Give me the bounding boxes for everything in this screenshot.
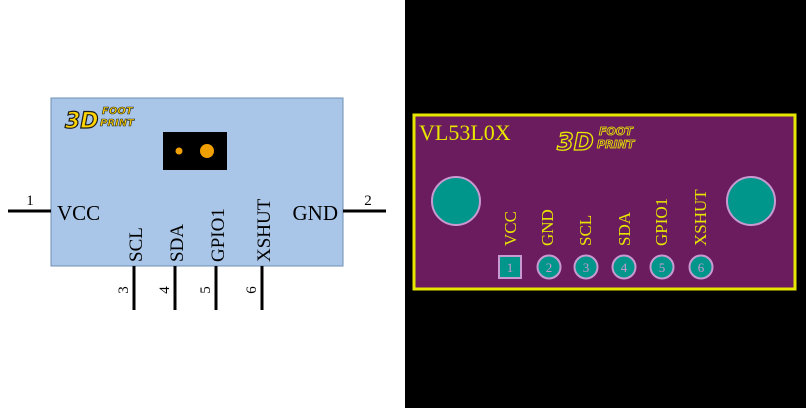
pin-2-number: 2 <box>364 193 372 209</box>
pcb-footprint-view: VL53L0X 3D FOOT PRINT VCC GND SCL SDA GP… <box>405 0 806 408</box>
pin-4-number: 4 <box>157 286 173 294</box>
pad-6-number: 6 <box>698 260 705 275</box>
pcb-pin-label-1: VCC <box>501 211 520 246</box>
schematic-symbol-view: 3D FOOT PRINT 1 VCC 2 GND 3 SCL 4 SDA 5 … <box>8 97 386 310</box>
sensor-window <box>163 132 227 170</box>
pad-1-number: 1 <box>507 260 514 275</box>
mounting-hole-left <box>431 176 481 226</box>
3d-footprint-logo: 3D FOOT PRINT <box>64 106 135 135</box>
pad-2-number: 2 <box>546 260 553 275</box>
svg-text:FOOT: FOOT <box>102 106 134 117</box>
pad-6 <box>688 254 714 280</box>
pcb-pin-label-4: SDA <box>615 211 634 246</box>
pin-4-name: SDA <box>167 224 188 262</box>
pin-5-name: GPIO1 <box>208 208 229 262</box>
pin-3-number: 3 <box>116 286 132 294</box>
part-name-label: VL53L0X <box>419 120 511 145</box>
pcb-pin-label-6: XSHUT <box>691 189 710 246</box>
mounting-hole-right <box>726 176 776 226</box>
pin-2-name: GND <box>293 201 339 225</box>
pad-1 <box>498 255 522 279</box>
pin-3-name: SCL <box>126 227 147 262</box>
svg-text:FOOT: FOOT <box>599 125 634 138</box>
pcb-pin-label-3: SCL <box>576 215 595 246</box>
pad-4 <box>611 254 637 280</box>
component-body <box>50 97 344 267</box>
pad-4-number: 4 <box>621 260 628 275</box>
pin-6-number: 6 <box>244 286 260 294</box>
pad-3-number: 3 <box>583 260 590 275</box>
pad-2 <box>536 254 562 280</box>
svg-text:PRINT: PRINT <box>597 138 636 151</box>
pin-6-name: XSHUT <box>254 198 275 262</box>
pin-1-name: VCC <box>57 201 100 225</box>
pad-5 <box>649 254 675 280</box>
pad-3 <box>573 254 599 280</box>
svg-text:PRINT: PRINT <box>100 118 135 129</box>
pin-5-number: 5 <box>198 286 214 294</box>
pcb-pin-label-2: GND <box>538 209 557 246</box>
pin-1-number: 1 <box>26 193 34 209</box>
svg-text:3D: 3D <box>65 109 99 134</box>
pad-5-number: 5 <box>659 260 666 275</box>
svg-text:3D: 3D <box>557 128 594 156</box>
pcb-pin-label-5: GPIO1 <box>652 198 671 246</box>
3d-footprint-logo: 3D FOOT PRINT <box>556 125 636 157</box>
